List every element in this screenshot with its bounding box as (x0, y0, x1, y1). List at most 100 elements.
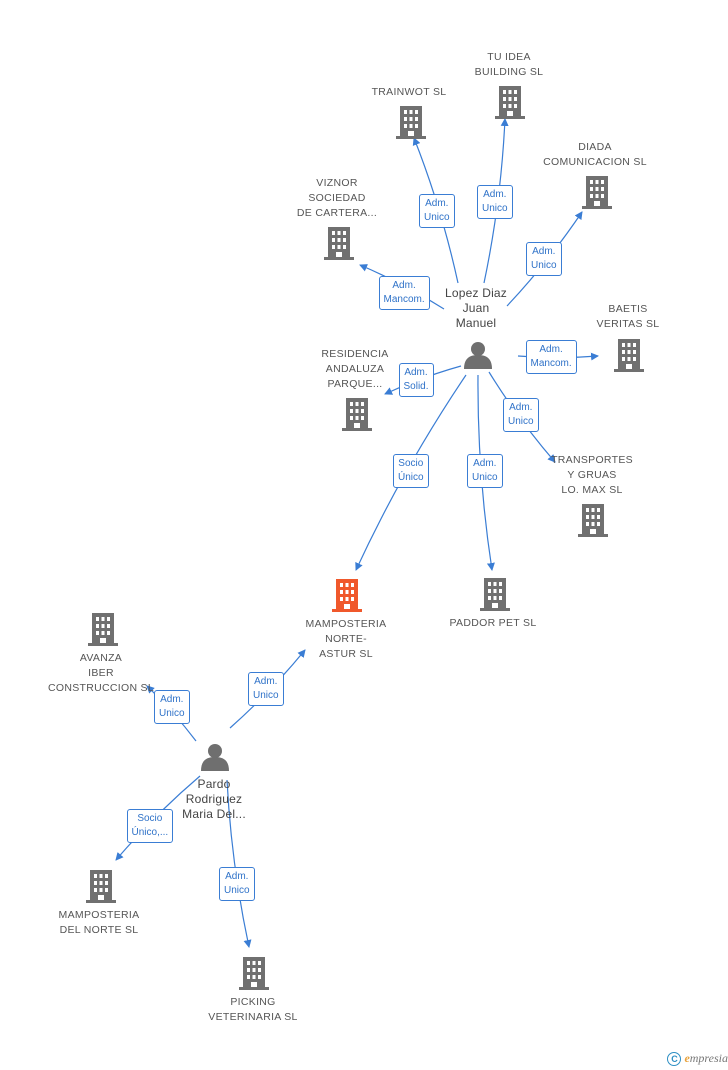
node-label-line: TRANSPORTES (551, 454, 633, 466)
node-label-line: Manuel (455, 316, 497, 330)
node-label-line: Y GRUAS (567, 469, 617, 481)
edge-label-line: Adm. (483, 189, 507, 200)
node-label-line: VETERINARIA SL (208, 1011, 298, 1023)
edge-label-line: Unico (472, 472, 498, 483)
building-icon-picking[interactable] (239, 957, 269, 990)
edge-label-line: Unico (424, 212, 450, 223)
edge-label-line: Adm. (532, 246, 556, 257)
node-label-line: BAETIS (608, 303, 648, 315)
edge-label-line: Solid. (403, 381, 429, 392)
edge-label-line: Adm. (254, 676, 278, 687)
edge-label-pardo-avanza[interactable]: Adm.Unico (154, 690, 190, 724)
node-label-line: DEL NORTE SL (59, 924, 139, 936)
node-label-line: DE CARTERA... (296, 207, 378, 219)
edge-label-line: Adm. (225, 871, 249, 882)
node-label-picking[interactable]: PICKING VETERINARIA SL (188, 995, 318, 1025)
node-label-line: COMUNICACION SL (543, 156, 647, 168)
node-label-line: Lopez Diaz (444, 286, 508, 300)
edge-label-line: Unico (508, 416, 534, 427)
nodes-layer (86, 86, 644, 990)
building-icon-paddor[interactable] (480, 578, 510, 611)
edge-label-line: Unico (253, 690, 279, 701)
node-label-line: PADDOR PET SL (449, 617, 537, 629)
edge-label-line: Mancom. (383, 294, 425, 305)
person-icon-lopez[interactable] (464, 342, 492, 369)
building-icon-mamposteria_na[interactable] (332, 579, 362, 612)
edge-label-lopez-paddor[interactable]: Adm. Unico (467, 454, 503, 488)
brand-name: mpresia (689, 1050, 728, 1065)
node-label-avanza[interactable]: AVANZA IBER CONSTRUCCION SL (36, 651, 166, 696)
node-label-diada[interactable]: DIADA COMUNICACION SL (530, 140, 660, 170)
edge-label-pardo-picking[interactable]: Adm. Unico (219, 867, 255, 901)
node-label-line: TU IDEA (487, 51, 531, 63)
edge-label-line: Unico (482, 203, 508, 214)
building-icon-avanza[interactable] (88, 613, 118, 646)
edge-label-lopez-diada[interactable]: Adm. Unico (526, 242, 562, 276)
node-label-line: PARQUE... (327, 378, 383, 390)
building-icon-baetis[interactable] (614, 339, 644, 372)
edge-label-line: Unico (224, 885, 250, 896)
edge-label-lopez-trainwot[interactable]: Adm. Unico (419, 194, 455, 228)
node-label-line: MAMPOSTERIA (58, 909, 140, 921)
node-label-residencia[interactable]: RESIDENCIA ANDALUZA PARQUE... (290, 347, 420, 392)
node-label-line: IBER (88, 667, 114, 679)
node-label-line: TRAINWOT SL (371, 86, 447, 98)
node-label-line: MAMPOSTERIA (305, 618, 387, 630)
node-label-tuidea[interactable]: TU IDEA BUILDING SL (444, 50, 574, 80)
node-label-line: Juan (462, 301, 490, 315)
node-label-line: RESIDENCIA (321, 348, 389, 360)
building-icon-trainwot[interactable] (396, 106, 426, 139)
edge-label-line: Único,... (131, 827, 169, 838)
edge-label-line: Mancom. (530, 358, 572, 369)
building-icon-transportes[interactable] (578, 504, 608, 537)
node-label-line: PICKING (230, 996, 276, 1008)
node-label-trainwot[interactable]: TRAINWOT SL (344, 85, 474, 100)
edge-label-line: Adm. (160, 694, 184, 705)
node-label-line: VERITAS SL (596, 318, 660, 330)
edge-label-line: Unico (531, 260, 557, 271)
building-icon-diada[interactable] (582, 176, 612, 209)
edge-label-line: Socio (137, 813, 163, 824)
node-label-line: NORTE- (325, 633, 367, 645)
node-label-line: ASTUR SL (319, 648, 373, 660)
person-icon-pardo[interactable] (201, 744, 229, 771)
node-label-line: BUILDING SL (474, 66, 544, 78)
node-label-transportes[interactable]: TRANSPORTES Y GRUAS LO. MAX SL (527, 453, 657, 498)
node-label-viznor[interactable]: VIZNOR SOCIEDAD DE CARTERA... (272, 176, 402, 221)
node-label-baetis[interactable]: BAETIS VERITAS SL (563, 302, 693, 332)
node-label-paddor[interactable]: PADDOR PET SL (428, 616, 558, 631)
edge-label-line: Adm. (539, 344, 563, 355)
node-label-mamposteria_dn[interactable]: MAMPOSTERIA DEL NORTE SL (34, 908, 164, 938)
edge-label-pardo-mamposteria_na[interactable]: Adm. Unico (248, 672, 284, 706)
node-label-line: DIADA (578, 141, 612, 153)
node-label-line: ANDALUZA (325, 363, 385, 375)
node-label-line: Pardo (197, 777, 231, 791)
brand-initial: e (684, 1050, 690, 1065)
copyright-icon: C (667, 1052, 682, 1066)
node-label-line: SOCIEDAD (308, 192, 366, 204)
edge-label-lopez-tuidea[interactable]: Adm. Unico (477, 185, 513, 219)
edge-label-lopez-baetis[interactable]: Adm. Mancom. (525, 340, 577, 374)
building-icon-mamposteria_dn[interactable] (86, 870, 116, 903)
node-label-mamposteria_na[interactable]: MAMPOSTERIA NORTE- ASTUR SL (281, 617, 411, 662)
edge-label-line: Adm. (404, 367, 428, 378)
node-label-line: Maria Del... (182, 807, 246, 821)
node-label-line: VIZNOR (316, 177, 358, 189)
edge-label-line: Adm. (473, 458, 497, 469)
edge-label-line: Adm. (425, 198, 449, 209)
building-icon-viznor[interactable] (324, 227, 354, 260)
building-icon-residencia[interactable] (342, 398, 372, 431)
node-label-line: AVANZA (79, 652, 123, 664)
node-label-line: CONSTRUCCION SL (47, 682, 154, 694)
edge-label-lopez-residencia[interactable]: Adm. Solid. (398, 363, 434, 397)
edge-pardo-picking (226, 779, 252, 948)
building-icon-tuidea[interactable] (495, 86, 525, 119)
edge-label-lopez-transportes[interactable]: Adm.Unico (503, 398, 539, 432)
edge-label-lopez-viznor[interactable]: Adm.Mancom. (378, 276, 430, 310)
node-label-line: LO. MAX SL (561, 484, 623, 496)
